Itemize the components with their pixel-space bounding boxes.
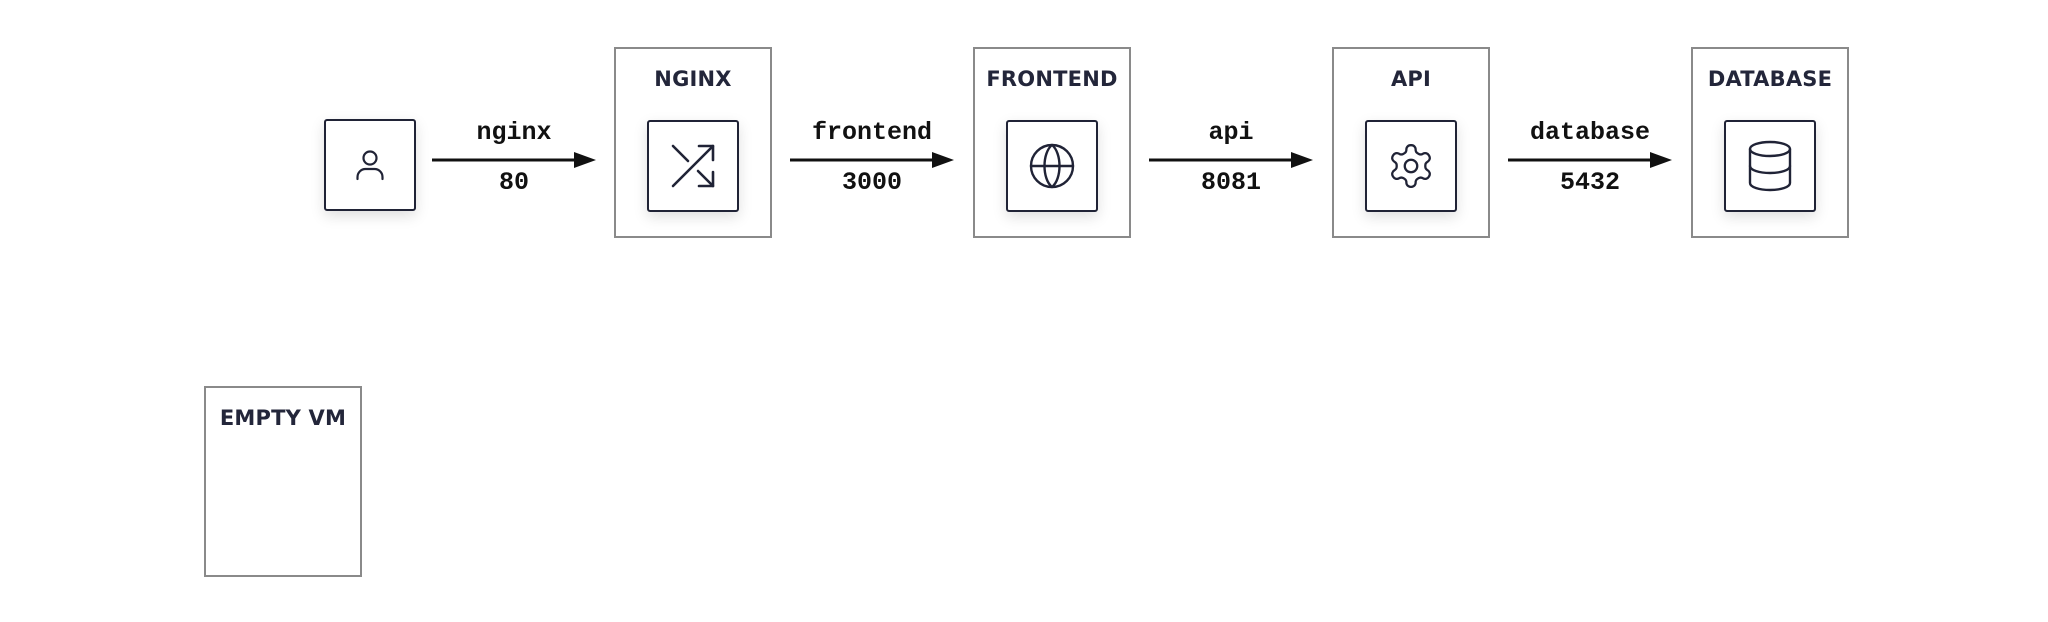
connection-port: 8081 — [1200, 168, 1261, 197]
connection-port: 3000 — [841, 168, 902, 197]
service-tile-frontend[interactable] — [1006, 120, 1098, 212]
vm-nginx[interactable]: NGINX — [614, 47, 772, 238]
vm-database[interactable]: DATABASE — [1691, 47, 1849, 238]
service-tile-api[interactable] — [1365, 120, 1457, 212]
gear-icon — [1391, 144, 1431, 188]
connection-label: nginx — [476, 118, 552, 147]
vm-title: FRONTEND — [986, 67, 1118, 91]
vm-title: NGINX — [654, 67, 732, 91]
connection-frontend[interactable]: frontend 3000 — [790, 118, 954, 198]
arrow — [432, 152, 596, 168]
connection-port: 5432 — [1559, 168, 1620, 197]
connection-api[interactable]: api 8081 — [1149, 118, 1313, 198]
globe-icon — [1029, 143, 1075, 189]
connection-database[interactable]: database 5432 — [1508, 118, 1672, 198]
vm-title: API — [1390, 67, 1432, 91]
service-tile-database[interactable] — [1724, 120, 1816, 212]
connection-label: api — [1208, 118, 1254, 147]
connection-port: 80 — [498, 168, 529, 197]
connection-label: database — [1529, 118, 1651, 147]
connection-label: frontend — [811, 118, 933, 147]
user-icon — [356, 150, 384, 181]
vm-title: DATABASE — [1707, 67, 1833, 91]
vm-title: EMPTY VM — [219, 406, 347, 430]
client-node[interactable] — [324, 119, 416, 211]
vm-api[interactable]: API — [1332, 47, 1490, 238]
arrow — [1149, 152, 1313, 168]
arrow — [790, 152, 954, 168]
shuffle-icon — [671, 144, 715, 188]
connection-nginx[interactable]: nginx 80 — [432, 118, 596, 198]
database-icon — [1748, 140, 1792, 192]
service-tile-nginx[interactable] — [647, 120, 739, 212]
vm-frontend[interactable]: FRONTEND — [973, 47, 1131, 238]
arrow — [1508, 152, 1672, 168]
vm-empty[interactable]: EMPTY VM — [204, 386, 362, 577]
